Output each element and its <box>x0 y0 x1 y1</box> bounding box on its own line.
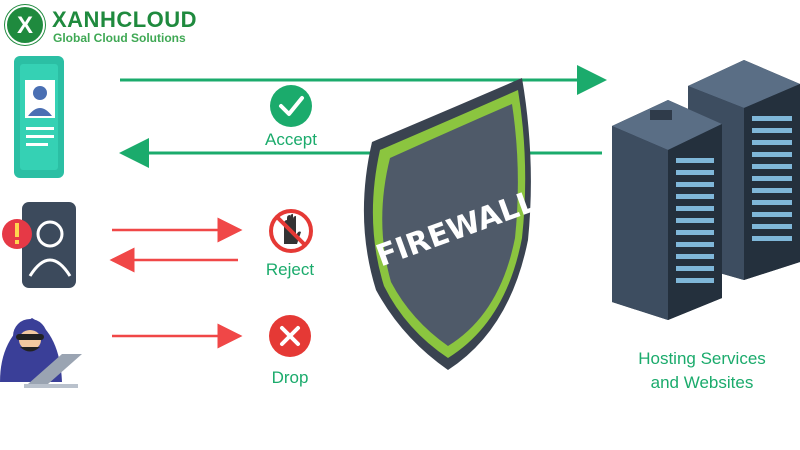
hacker-laptop-icon <box>0 318 82 388</box>
destination-label: Hosting Services and Websites <box>614 347 790 395</box>
brand-logo: X XANHCLOUD Global Cloud Solutions <box>4 4 214 48</box>
brand-name: XANHCLOUD <box>52 7 198 32</box>
logo-x-icon: X <box>4 4 46 46</box>
reject-label: Reject <box>266 260 314 279</box>
user-id-card-icon <box>14 56 64 178</box>
firewall-shield-icon <box>363 78 531 370</box>
svg-text:X: X <box>17 12 33 39</box>
server-rack-icon <box>612 60 800 320</box>
destination-line2: and Websites <box>650 373 754 392</box>
brand-tagline: Global Cloud Solutions <box>53 31 186 45</box>
destination-line1: Hosting Services <box>638 349 766 368</box>
accept-label: Accept <box>265 130 317 149</box>
drop-label: Drop <box>272 368 309 387</box>
check-circle-icon <box>270 85 312 127</box>
x-circle-icon <box>269 315 311 357</box>
alert-user-icon <box>2 202 76 288</box>
stop-hand-icon <box>269 209 313 253</box>
